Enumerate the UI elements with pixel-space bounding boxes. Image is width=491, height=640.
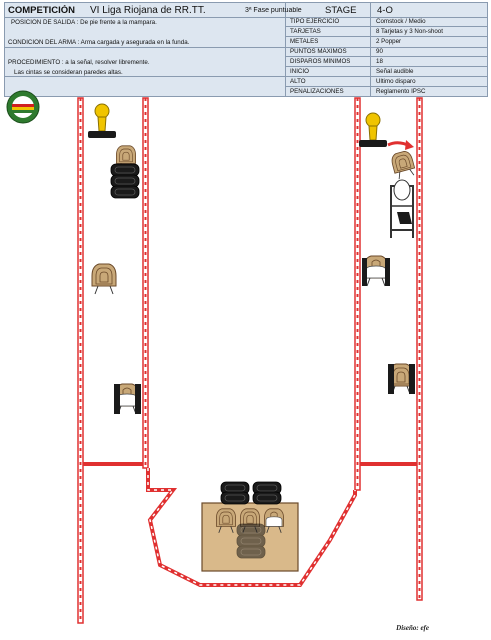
detail-label: DISPAROS MÍNIMOS — [290, 58, 351, 65]
phase-label: 3ª Fase puntuable — [245, 7, 302, 14]
detail-value: Señal audible — [376, 68, 414, 75]
right-lane-tape — [354, 97, 423, 601]
detail-value: 2 Popper — [376, 38, 402, 45]
competition-label: COMPETICIÓN — [8, 5, 76, 16]
detail-label: INICIO — [290, 68, 309, 75]
barrel-stack-icon — [388, 364, 415, 394]
barrel-stack-icon — [236, 523, 266, 559]
target-icon — [91, 263, 117, 295]
detail-value: Último disparo — [376, 78, 416, 85]
tape-note: Las cintas se consideran paredes altas. — [14, 69, 123, 76]
barrel-stack-icon — [362, 258, 390, 286]
weapon-condition: CONDICIÓN DEL ARMA : Arma cargada y aseg… — [8, 39, 190, 46]
detail-label: TARJETAS — [290, 28, 321, 35]
designer-credit: Diseño: efe — [396, 624, 429, 632]
detail-value: 90 — [376, 48, 383, 55]
detail-label: ALTO — [290, 78, 306, 85]
detail-value: Reglamento IPSC — [376, 88, 426, 95]
target-icon — [363, 255, 389, 287]
detail-label: TIPO EJERCICIO — [290, 18, 340, 25]
stage-label: STAGE — [325, 5, 357, 16]
detail-value: Comstock / Medio — [376, 18, 426, 25]
left-lane-tape — [77, 97, 149, 624]
detail-label: PENALIZACIONES — [290, 88, 344, 95]
cross-tape — [83, 462, 417, 466]
procedure: PROCEDIMIENTO : a la señal, resolver lib… — [8, 59, 150, 66]
barrel-stack-icon — [220, 481, 282, 505]
stage-value: 4-O — [377, 5, 393, 16]
start-position: POSICIÓN DE SALIDA : De pie frente a la … — [11, 19, 157, 26]
frame-stand-icon — [390, 179, 414, 238]
arrow-icon — [387, 140, 414, 150]
barrel-stack-icon — [114, 384, 141, 414]
club-logo-icon — [6, 90, 40, 124]
detail-value: 8 Tarjetas y 3 Non-shoot — [376, 28, 443, 35]
detail-label: METALES — [290, 38, 319, 45]
popper-icon — [87, 103, 117, 139]
detail-label: PUNTOS MÁXIMOS — [290, 48, 347, 55]
detail-value: 18 — [376, 58, 383, 65]
barrel-stack-icon — [110, 163, 140, 199]
competition-name: VI Liga Riojana de RR.TT. — [90, 5, 206, 16]
bay-tape — [146, 468, 357, 587]
stage-info-table: COMPETICIÓN VI Liga Riojana de RR.TT. 3ª… — [4, 2, 488, 97]
popper-icon — [358, 112, 388, 148]
target-icon — [389, 149, 417, 181]
